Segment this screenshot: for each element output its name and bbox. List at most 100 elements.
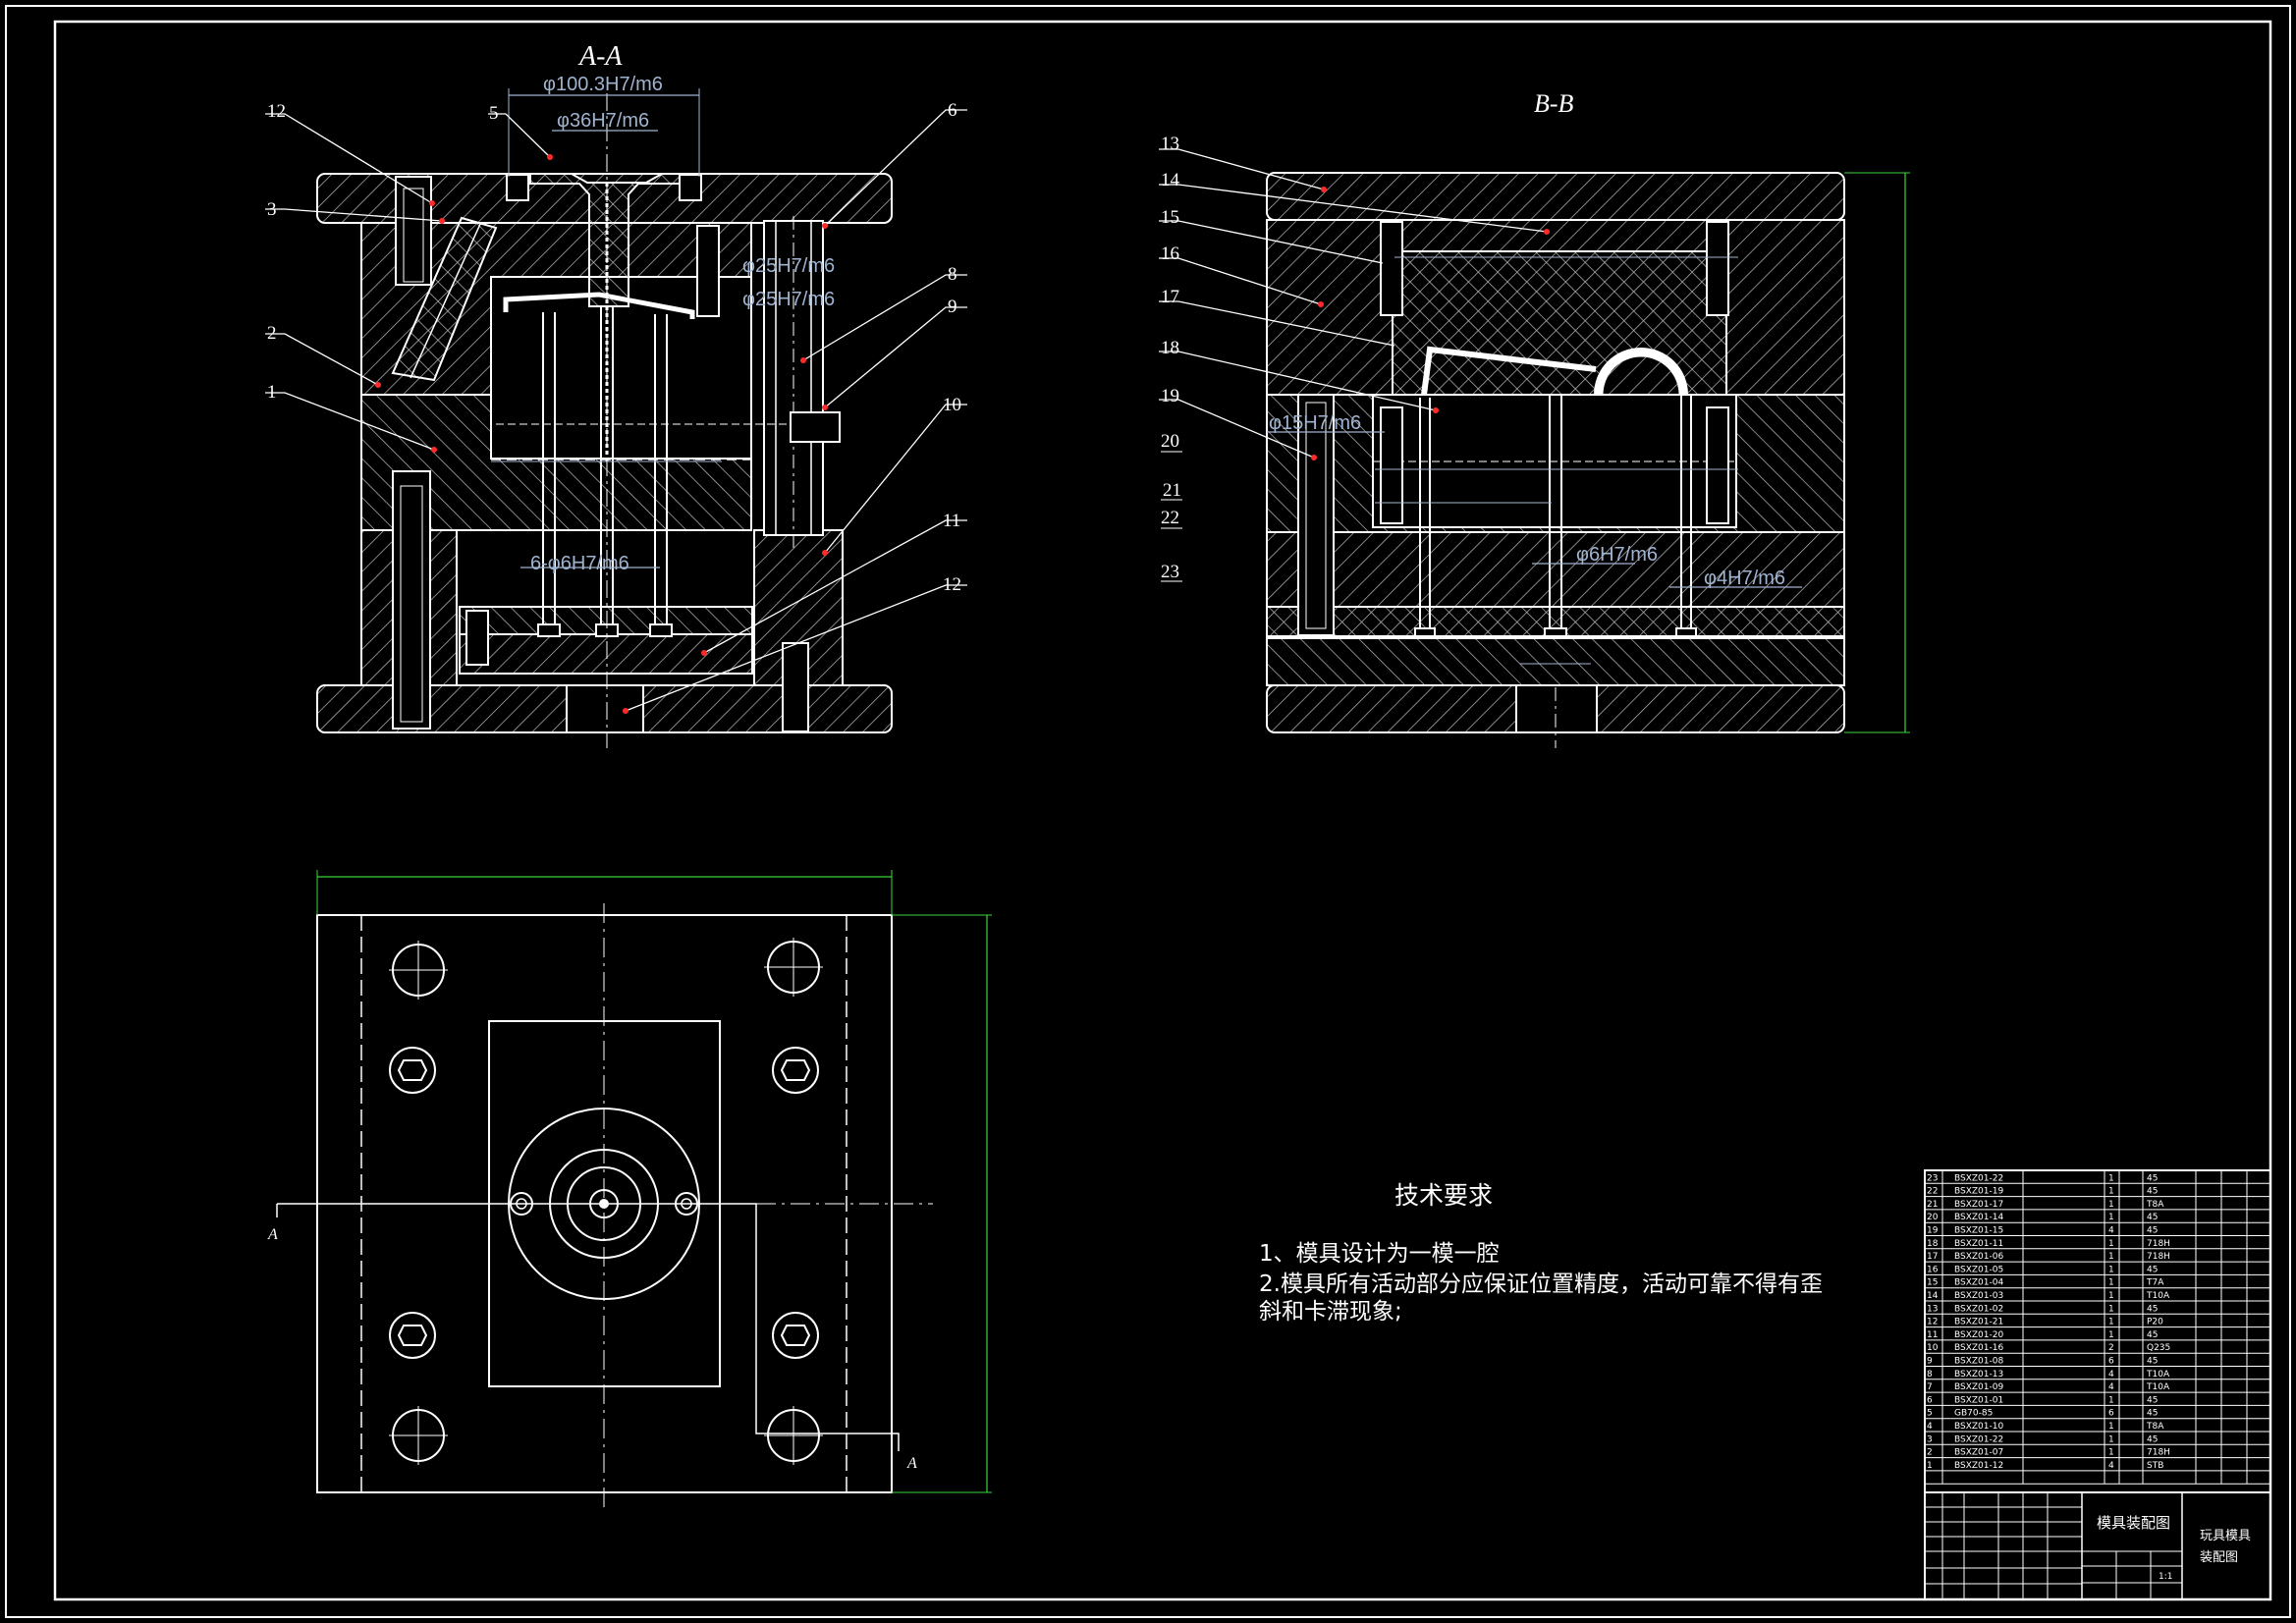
parts-row-no: 9	[1927, 1357, 1933, 1367]
bb-top-clamp-plate	[1266, 172, 1845, 221]
parts-row-no: 20	[1927, 1213, 1939, 1222]
parts-row-no: 10	[1927, 1343, 1939, 1353]
tech-req-item-1: 1、模具设计为一模一腔	[1259, 1241, 1500, 1267]
aa-callout-numbers: 12 3 2 1 5 6 8 9 10 11 12	[267, 100, 961, 595]
parts-row-code: BSXZ01-21	[1954, 1318, 2003, 1327]
title-right-line-1: 玩具模具	[2200, 1529, 2251, 1543]
aa-leader-lines	[265, 109, 967, 712]
bb-dim-1: φ15H7/m6	[1269, 412, 1361, 434]
parts-row-code: BSXZ01-01	[1954, 1395, 2003, 1405]
parts-row-qty: 1	[2108, 1291, 2114, 1301]
parts-row-code: BSXZ01-02	[1954, 1304, 2003, 1314]
parts-row-code: BSXZ01-16	[1954, 1343, 2003, 1353]
parts-row-qty: 1	[2108, 1173, 2114, 1183]
parts-row-code: BSXZ01-14	[1954, 1213, 2003, 1222]
parts-row-no: 1	[1927, 1461, 1933, 1471]
parts-row-material: 718H	[2147, 1448, 2170, 1458]
aa-dim-2: φ36H7/m6	[557, 110, 649, 132]
section-aa-label: A-A	[577, 41, 623, 72]
parts-row-no: 23	[1927, 1173, 1938, 1183]
parts-row-material: 718H	[2147, 1239, 2170, 1249]
cut-mark-right: A	[906, 1455, 917, 1472]
aa-screw-right-top	[696, 225, 720, 317]
parts-row-code: BSXZ01-22	[1954, 1173, 2003, 1183]
aa-screw-left-top	[395, 176, 432, 286]
aa-screw-bottom-right	[782, 642, 809, 732]
aa-callout-8: 8	[948, 264, 957, 285]
parts-row-material: 45	[2147, 1330, 2158, 1340]
parts-row-code: BSXZ01-04	[1954, 1278, 2003, 1288]
drawing-title: 模具装配图	[2097, 1514, 2170, 1532]
parts-row-qty: 4	[2108, 1226, 2114, 1236]
bb-callout-14: 14	[1161, 170, 1180, 190]
tech-req-title: 技术要求	[1394, 1181, 1493, 1210]
parts-row-code: BSXZ01-15	[1954, 1226, 2003, 1236]
parts-row-material: 45	[2147, 1187, 2158, 1197]
parts-row-code: BSXZ01-07	[1954, 1448, 2003, 1458]
parts-row-qty: 1	[2108, 1422, 2114, 1432]
plan-view: A A	[267, 870, 992, 1507]
parts-row-code: BSXZ01-12	[1954, 1461, 2003, 1471]
bb-dim-2: φ6H7/m6	[1576, 544, 1658, 566]
parts-row-qty: 1	[2108, 1239, 2114, 1249]
aa-callout-3: 3	[267, 199, 277, 220]
sheet-outer-border	[5, 5, 2291, 1618]
tech-requirements: 技术要求 1、模具设计为一模一腔 2.模具所有活动部分应保证位置精度，活动可靠不…	[1259, 1181, 1823, 1325]
bb-callout-19: 19	[1161, 386, 1179, 406]
parts-row-material: T8A	[2146, 1422, 2164, 1432]
title-right-line-2: 装配图	[2200, 1550, 2238, 1565]
parts-row-qty: 1	[2108, 1278, 2114, 1288]
bb-callout-16: 16	[1161, 243, 1179, 264]
bb-guide-pin-left	[1297, 394, 1335, 636]
aa-dimensions: φ100.3H7/m6 φ36H7/m6 φ25H7/m6 φ25H7/m6 6…	[491, 74, 835, 574]
parts-row-qty: 1	[2108, 1395, 2114, 1405]
parts-row-no: 15	[1927, 1278, 1938, 1288]
parts-row-code: BSXZ01-11	[1954, 1239, 2003, 1249]
parts-row-code: BSXZ01-06	[1954, 1252, 2003, 1262]
aa-leader-markers	[375, 154, 828, 714]
cut-mark-left: A	[267, 1226, 278, 1243]
parts-row-no: 22	[1927, 1187, 1938, 1197]
parts-row-material: Q235	[2147, 1343, 2170, 1353]
parts-row-no: 7	[1927, 1382, 1933, 1392]
parts-row-qty: 1	[2108, 1252, 2114, 1262]
parts-row-code: BSXZ01-13	[1954, 1370, 2003, 1380]
parts-row-no: 12	[1927, 1318, 1938, 1327]
tech-req-item-2-line-1: 2.模具所有活动部分应保证位置精度，活动可靠不得有歪	[1259, 1271, 1823, 1297]
parts-row-no: 18	[1927, 1239, 1939, 1249]
parts-row-material: T7A	[2146, 1278, 2164, 1288]
bb-callout-17: 17	[1161, 287, 1179, 307]
parts-row-qty: 4	[2108, 1382, 2114, 1392]
parts-row-no: 6	[1927, 1395, 1933, 1405]
parts-row-qty: 1	[2108, 1448, 2114, 1458]
aa-screw-left-bottom	[392, 470, 431, 730]
aa-callout-5: 5	[489, 103, 499, 124]
aa-dim-3: φ25H7/m6	[742, 255, 835, 277]
parts-row-qty: 1	[2108, 1187, 2114, 1197]
parts-row-no: 4	[1927, 1422, 1933, 1432]
drawing-scale: 1:1	[2159, 1572, 2172, 1582]
parts-row-material: 45	[2147, 1213, 2158, 1222]
aa-callout-11: 11	[943, 511, 960, 531]
bb-callout-numbers: 13 14 15 16 17 18 19 20 21 22 23	[1161, 134, 1182, 582]
parts-row-qty: 1	[2108, 1200, 2114, 1210]
parts-row-qty: 1	[2108, 1304, 2114, 1314]
parts-row-material: T8A	[2146, 1200, 2164, 1210]
parts-row-qty: 4	[2108, 1370, 2114, 1380]
parts-row-code: BSXZ01-03	[1954, 1291, 2003, 1301]
parts-row-material: 45	[2147, 1304, 2158, 1314]
parts-row-qty: 1	[2108, 1265, 2114, 1274]
parts-row-no: 13	[1927, 1304, 1938, 1314]
parts-row-material: 45	[2147, 1265, 2158, 1274]
aa-dim-5: 6-φ6H7/m6	[530, 553, 629, 574]
parts-row-code: BSXZ01-19	[1954, 1187, 2003, 1197]
aa-callout-9: 9	[948, 297, 957, 317]
parts-row-code: BSXZ01-20	[1954, 1330, 2003, 1340]
aa-dim-4: φ25H7/m6	[742, 289, 835, 310]
parts-row-qty: 6	[2108, 1357, 2114, 1367]
parts-row-no: 14	[1927, 1291, 1939, 1301]
parts-row-no: 8	[1927, 1370, 1933, 1380]
parts-row-code: BSXZ01-09	[1954, 1382, 2003, 1392]
tech-req-item-2-line-2: 斜和卡滞现象;	[1259, 1299, 1402, 1325]
